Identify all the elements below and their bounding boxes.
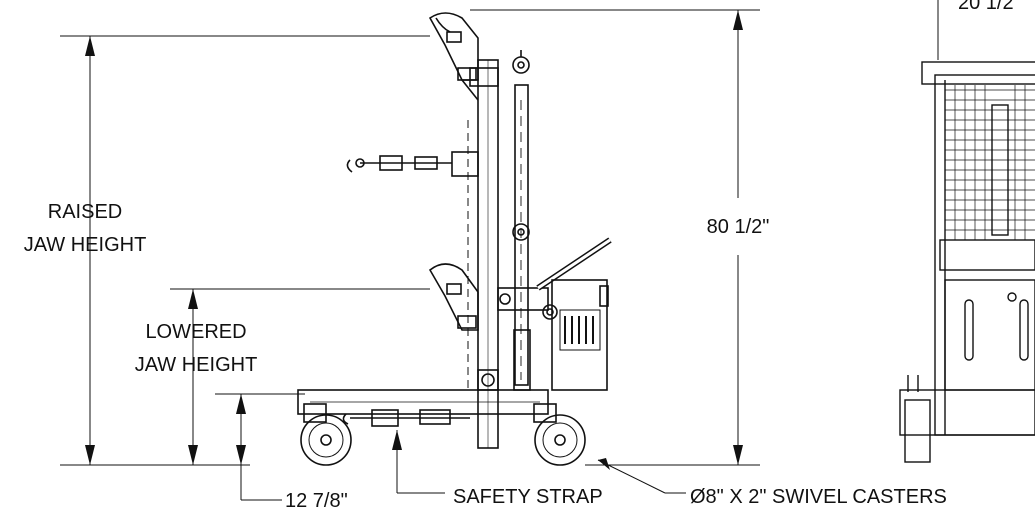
partial-top-dimension-label: 20 1/2: [958, 0, 1014, 14]
frame-height-label: 12 7/8": [285, 490, 348, 512]
raised-jaw-height-label-line1: RAISED: [48, 201, 122, 223]
dimension-arrows: [85, 10, 743, 470]
overall-height-label: 80 1/2": [707, 216, 770, 238]
dimension-lines: [60, 0, 939, 501]
casters-label: Ø8" X 2" SWIVEL CASTERS: [690, 486, 947, 508]
raised-jaw-height-label-line2: JAW HEIGHT: [24, 234, 147, 256]
lowered-jaw-height-label-line1: LOWERED: [145, 321, 246, 343]
lowered-jaw-height-label-line2: JAW HEIGHT: [135, 354, 258, 376]
dimension-labels: RAISED JAW HEIGHT LOWERED JAW HEIGHT 80 …: [24, 0, 1014, 512]
lift-side-view: [297, 12, 612, 466]
safety-strap-label: SAFETY STRAP: [453, 486, 603, 508]
lift-front-view-partial: [899, 61, 1035, 463]
